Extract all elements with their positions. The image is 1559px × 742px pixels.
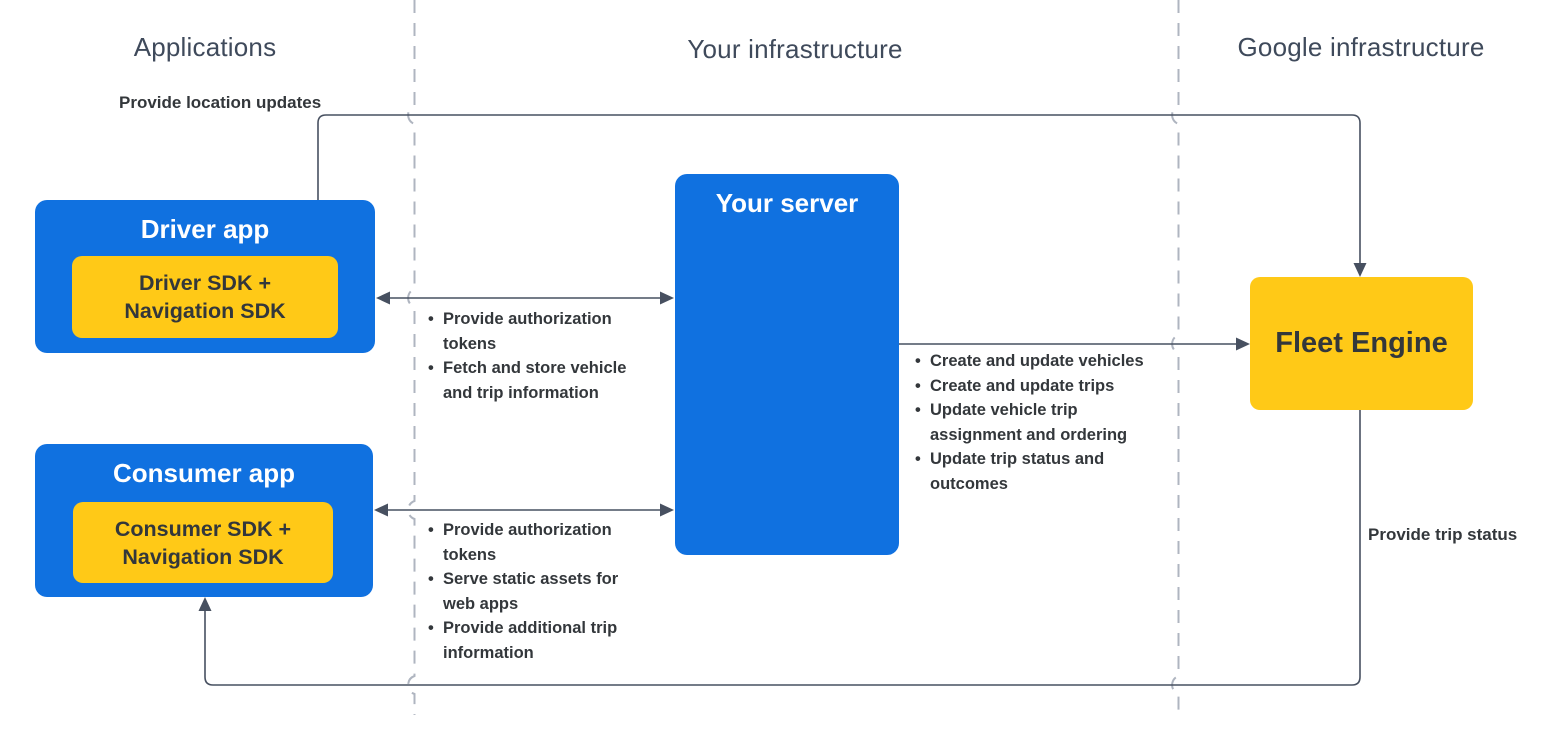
trip-status-label: Provide trip status bbox=[1368, 525, 1518, 544]
consumer-app-title: Consumer app bbox=[112, 458, 296, 488]
boundary-line-applications bbox=[407, 0, 416, 715]
driver-app-node: Driver app Driver SDK + Navigation SDK bbox=[35, 200, 375, 353]
consumer-sdk-label: Consumer SDK + Navigation SDK bbox=[114, 516, 292, 569]
location-updates-wire bbox=[317, 114, 1361, 264]
driver-app-title: Driver app bbox=[140, 214, 270, 244]
column-header-your-infrastructure: Your infrastructure bbox=[687, 34, 903, 64]
your-server-title: Your server bbox=[715, 188, 859, 218]
consumer-app-node: Consumer app Consumer SDK + Navigation S… bbox=[35, 444, 373, 597]
bullet-item: Update vehicle trip assignment and order… bbox=[915, 398, 1155, 447]
trip-status-arrowhead bbox=[198, 597, 212, 611]
bullet-item: Serve static assets for web apps bbox=[428, 567, 623, 616]
consumer-sdk-node: Consumer SDK + Navigation SDK bbox=[73, 502, 333, 583]
bullet-item: Provide additional trip information bbox=[428, 616, 623, 665]
bullet-item: Create and update trips bbox=[915, 374, 1155, 399]
driver-sdk-node: Driver SDK + Navigation SDK bbox=[72, 256, 338, 338]
driver-server-bullet-list: Provide authorization tokens Fetch and s… bbox=[428, 307, 643, 405]
server-fleet-arrowhead bbox=[1236, 337, 1250, 351]
driver-sdk-label: Driver SDK + Navigation SDK bbox=[124, 271, 286, 323]
location-updates-label: Provide location updates bbox=[119, 93, 322, 112]
bullet-item: Provide authorization tokens bbox=[428, 307, 643, 356]
bullet-item: Create and update vehicles bbox=[915, 349, 1155, 374]
bullet-item: Update trip status and outcomes bbox=[915, 447, 1155, 496]
boundary-line-google bbox=[1171, 0, 1180, 715]
location-updates-arrowhead bbox=[1353, 263, 1367, 277]
consumer-server-bullet-list: Provide authorization tokens Serve stati… bbox=[428, 518, 623, 665]
server-fleet-bullet-list: Create and update vehicles Create and up… bbox=[915, 349, 1155, 496]
consumer-server-arrowhead-right bbox=[660, 503, 674, 517]
trip-status-wire bbox=[204, 410, 1361, 686]
your-server-node: Your server bbox=[675, 174, 899, 555]
fleet-engine-node: Fleet Engine bbox=[1250, 277, 1473, 410]
driver-server-arrowhead-right bbox=[660, 291, 674, 305]
column-header-google-infrastructure: Google infrastructure bbox=[1237, 32, 1485, 62]
consumer-server-arrowhead-left bbox=[374, 503, 388, 517]
bullet-item: Provide authorization tokens bbox=[428, 518, 623, 567]
fleet-engine-title: Fleet Engine bbox=[1275, 327, 1448, 359]
bullet-item: Fetch and store vehicle and trip informa… bbox=[428, 356, 643, 405]
driver-server-arrowhead-left bbox=[376, 291, 390, 305]
column-header-applications: Applications bbox=[133, 32, 277, 62]
